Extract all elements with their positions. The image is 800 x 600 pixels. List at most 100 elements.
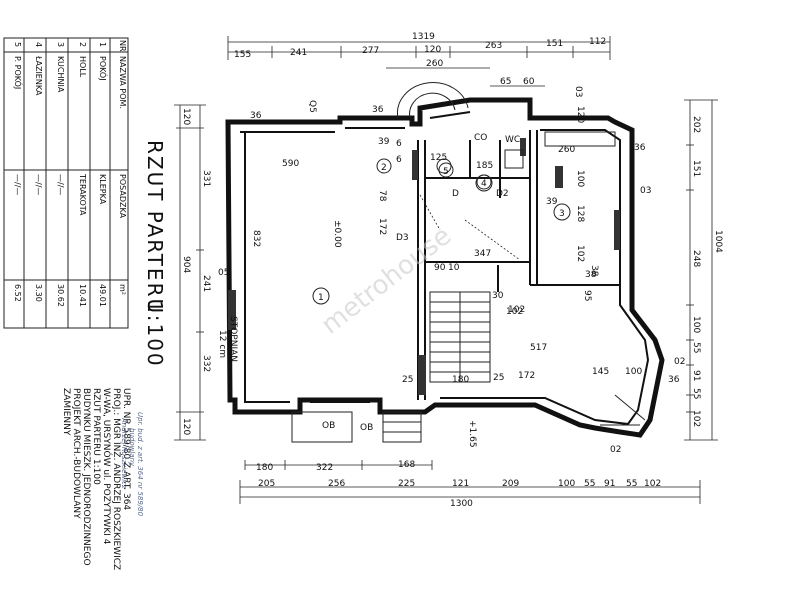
dim-bottom-inner: 168 (398, 460, 415, 470)
svg-text:102: 102 (575, 245, 585, 262)
svg-text:budowlany: budowlany (128, 428, 136, 467)
project-info-block: ZAMIENNY PROJEKT ARCH.-BUDOWLANY BUDYNKU… (61, 388, 144, 570)
table-row-name: P. POKÓJ (13, 56, 24, 89)
table-header-nr: NR (118, 40, 127, 52)
table-row-area: 30.62 (56, 284, 65, 307)
room-marker-4 (476, 174, 492, 190)
svg-text:OB: OB (360, 423, 373, 433)
room-marker-1 (312, 287, 330, 305)
interior-dimensions: 590 832 36 36 39 6 125 185 D D2 CO WC 26… (217, 86, 685, 455)
project-line: UPR. NR 589/80 Z ART. 364 (121, 388, 131, 510)
dim-bottom-inner: 322 (316, 463, 333, 473)
dim-right-seg: 248 (691, 250, 701, 267)
dim-left-seg: 120 (181, 418, 191, 435)
dim-top-total: 1319 (412, 32, 435, 42)
svg-text:25: 25 (493, 373, 504, 383)
svg-text:STOPNIAN: STOPNIAN (228, 316, 238, 362)
svg-text:CO: CO (474, 133, 487, 143)
right-dimensions: 202 151 248 100 55 91 55 102 1004 (684, 99, 723, 441)
dim-bottom-seg: 100 (558, 479, 575, 489)
svg-text:128: 128 (575, 205, 585, 222)
left-dimensions: 120 331 241 332 120 904 (174, 104, 211, 441)
dim-right-seg: 100 (691, 316, 701, 333)
dim-left-seg: 241 (201, 275, 211, 292)
svg-text:5: 5 (443, 167, 449, 177)
table-row-name: HOLL (78, 56, 87, 78)
dim-top-inner: 60 (523, 77, 535, 87)
room-marker-2 (376, 158, 392, 174)
svg-text:D: D (452, 189, 459, 199)
svg-text:D2: D2 (496, 189, 509, 199)
svg-text:102: 102 (508, 305, 525, 315)
bottom-dimensions: 180 322 168 205 256 225 121 209 100 55 9… (239, 460, 701, 509)
svg-text:02: 02 (674, 357, 685, 367)
svg-text:125: 125 (430, 153, 447, 163)
svg-text:30: 30 (492, 291, 504, 301)
svg-text:90: 90 (434, 263, 446, 273)
table-header-name: NAZWA POM. (118, 56, 127, 109)
dim-right-seg: 55 (691, 342, 701, 353)
svg-text:120: 120 (575, 106, 585, 123)
project-line: RZUT PARTERU 1:100 (91, 388, 101, 485)
table-row-floor: KLEPKA (98, 174, 107, 205)
project-line: W-WA, URSYNÓW ul. POZYTYWKI 4 (101, 388, 113, 545)
title-text: RZUT PARTERU (143, 140, 167, 315)
level-mark: ±0.00 (332, 220, 342, 248)
svg-text:36: 36 (634, 143, 646, 153)
table-row-nr: 2 (78, 42, 87, 47)
project-line: ZAMIENNY (61, 388, 71, 436)
table-row-nr: 5 (13, 42, 22, 47)
dim-top-seg: 155 (234, 50, 251, 60)
dim-left-total: 904 (181, 256, 191, 273)
dim-top-seg: 151 (546, 39, 563, 49)
table-row-nr: 3 (56, 42, 65, 47)
svg-text:38: 38 (585, 270, 597, 280)
svg-text:517: 517 (530, 343, 547, 353)
dim-top-seg: 241 (290, 48, 307, 58)
svg-text:OB: OB (322, 421, 335, 431)
dim-bottom-total: 1300 (450, 499, 473, 509)
dim-bottom-seg: 205 (258, 479, 275, 489)
svg-text:185: 185 (476, 161, 493, 171)
svg-text:180: 180 (452, 375, 469, 385)
svg-text:590: 590 (282, 159, 299, 169)
dim-top-seg: 120 (424, 45, 441, 55)
table-row-floor: —//— (34, 174, 43, 195)
svg-text:10: 10 (448, 263, 460, 273)
dim-right-seg: 91 (691, 370, 701, 381)
svg-text:145: 145 (592, 367, 609, 377)
svg-text:36: 36 (372, 105, 384, 115)
dim-bottom-seg: 91 (604, 479, 615, 489)
svg-text:95: 95 (582, 290, 592, 301)
svg-text:260: 260 (558, 145, 575, 155)
svg-text:347: 347 (474, 249, 491, 259)
svg-text:36: 36 (250, 111, 262, 121)
table-row-area: 10.41 (78, 284, 87, 307)
svg-text:03: 03 (640, 186, 651, 196)
project-line: PROJEKT ARCH.-BUDOWLANY (71, 388, 81, 519)
svg-text:1: 1 (318, 293, 324, 303)
building-outline (225, 97, 665, 438)
room-markers: 1 2 3 4 5 (312, 158, 571, 305)
dim-left-seg: 331 (201, 170, 211, 187)
table-row-name: KUCHNIA (56, 56, 65, 93)
dim-bottom-inner: 180 (256, 463, 273, 473)
sink-icon (504, 149, 524, 169)
svg-text:25: 25 (402, 375, 413, 385)
dim-right-seg: 55 (691, 388, 701, 399)
svg-text:Upr. bud. z art. 364 nr 589/80: Upr. bud. z art. 364 nr 589/80 (136, 412, 144, 517)
drawing-title: RZUT PARTERU 1:100 (143, 140, 167, 368)
dim-top-seg: 277 (362, 46, 379, 56)
table-row-nr: 4 (34, 42, 43, 47)
svg-text:Q5: Q5 (307, 100, 317, 113)
level-mark: +1.65 (467, 420, 477, 448)
svg-text:6: 6 (396, 155, 402, 165)
dim-bottom-seg: 121 (452, 479, 469, 489)
room-marker-5 (438, 162, 454, 178)
kitchen-counter (544, 131, 616, 147)
dim-right-total: 1004 (713, 230, 723, 253)
svg-text:39: 39 (546, 197, 558, 207)
svg-text:36: 36 (668, 375, 680, 385)
svg-text:2: 2 (381, 163, 387, 173)
